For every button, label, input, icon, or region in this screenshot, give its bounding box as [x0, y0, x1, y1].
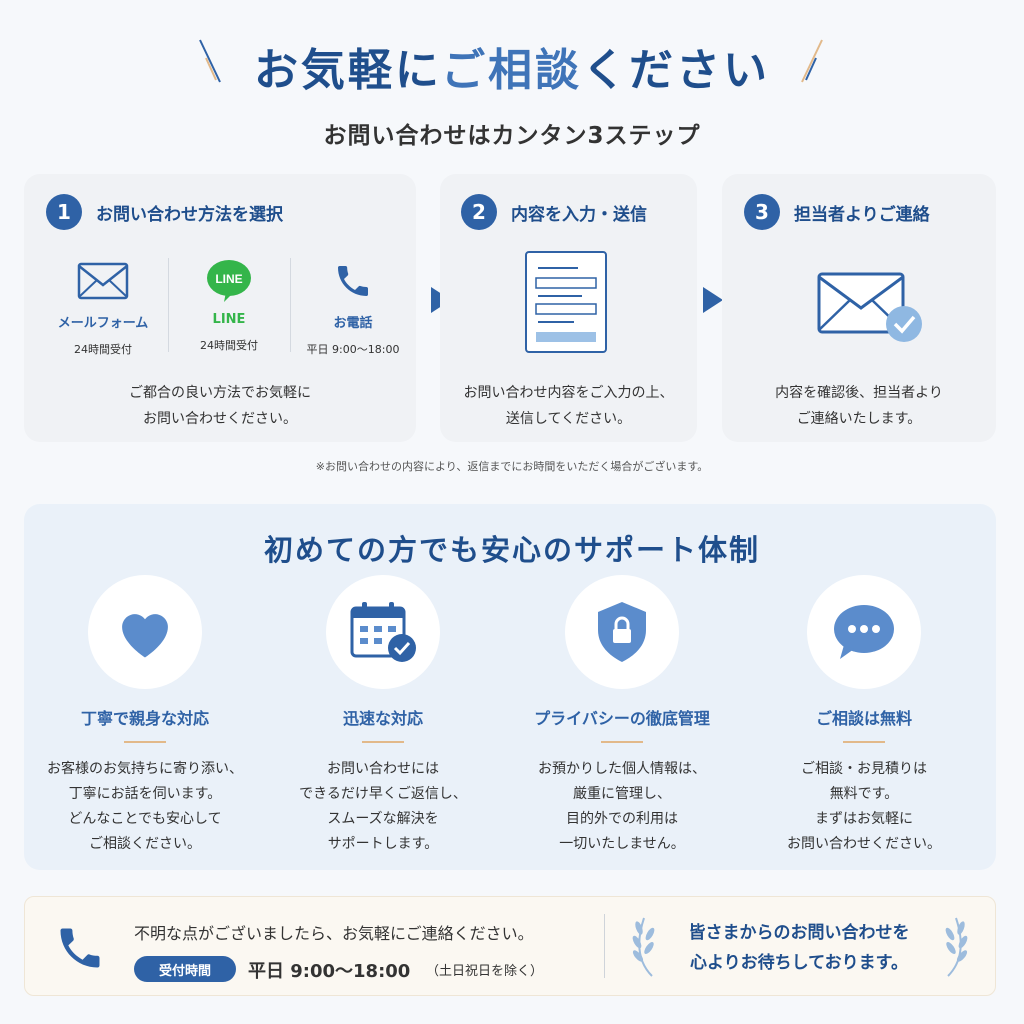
step-number-2: 2 [461, 194, 497, 230]
feature-quick-response: 迅速な対応 お問い合わせには できるだけ早くご返信し、 スムーズな解決を サポー… [263, 575, 503, 857]
heart-icon [122, 614, 168, 658]
page-title: お気軽にご相談ください [0, 34, 1024, 98]
feature-description-4: ご相談・お見積りは 無料です。 まずはお気軽に お問い合わせください。 [787, 761, 941, 852]
method-divider [290, 258, 291, 352]
feature-title-4: ご相談は無料 [815, 709, 912, 728]
line-icon-text: LINE [215, 272, 242, 286]
method-label-mail: メールフォーム [57, 316, 149, 331]
support-title: 初めての方でも安心のサポート体制 [263, 533, 760, 567]
method-line[interactable]: LINE LINE 24時間受付 [164, 258, 294, 353]
feature-privacy: プライバシーの徹底管理 お預かりした個人情報は、 厳重に管理し、 目的外での利用… [502, 575, 742, 857]
envelope-icon [38, 258, 168, 304]
step-title-2: 内容を入力・送信 [511, 204, 647, 225]
page-subtitle: お問い合わせはカンタン3ステップ [323, 123, 701, 149]
laurel-right-icon [945, 917, 968, 977]
footer-message: 皆さまからのお問い合わせを 心よりお待ちしております。 [688, 923, 910, 973]
step-card-1: 1 お問い合わせ方法を選択 メールフォーム 24時間受付 LINE LINE 2… [24, 174, 416, 442]
chat-bubble-icon [834, 605, 894, 659]
business-hours: 平日 9:00〜18:00 [248, 961, 411, 982]
laurel-left-icon [632, 917, 655, 977]
step-description-2: お問い合わせ内容をご入力の上、 送信してください。 [463, 385, 674, 427]
title-part2: ご相談 [441, 45, 583, 96]
step-arrow-icon [703, 287, 723, 313]
step-number-1: 1 [46, 194, 82, 230]
method-phone[interactable]: お電話 平日 9:00〜18:00 [288, 258, 418, 357]
footer-contact-text: 不明な点がございましたら、お気軽にご連絡ください。 [134, 924, 534, 943]
calendar-check-icon [350, 602, 416, 662]
feature-underline [843, 741, 885, 743]
phone-icon [288, 258, 418, 304]
title-part1: お気軽に [253, 45, 442, 96]
hours-badge: 受付時間 [134, 956, 236, 982]
feature-title-2: 迅速な対応 [342, 709, 423, 728]
feature-title-1: 丁寧で親身な対応 [80, 709, 209, 728]
method-divider [168, 258, 169, 352]
step-description-1: ご都合の良い方法でお気軽に お問い合わせください。 [129, 385, 311, 427]
step-card-2: 2 内容を入力・送信 お問い合わせ内容をご入力の上、 送信してください。 [440, 174, 697, 442]
step-title-3: 担当者よりご連絡 [794, 204, 930, 225]
feature-underline [124, 741, 166, 743]
support-panel [24, 504, 996, 870]
feature-underline [362, 741, 404, 743]
step-card-3: 3 担当者よりご連絡 内容を確認後、担当者より ご連絡いたします。 [722, 174, 996, 442]
feature-description-2: お問い合わせには できるだけ早くご返信し、 スムーズな解決を サポートします。 [299, 761, 467, 852]
decor-lines-right-icon [801, 39, 823, 83]
shield-lock-icon [598, 602, 646, 662]
step-description-3: 内容を確認後、担当者より ご連絡いたします。 [775, 385, 943, 427]
line-icon: LINE [164, 258, 294, 304]
method-mail-form[interactable]: メールフォーム 24時間受付 [38, 258, 168, 357]
method-sub-line: 24時間受付 [200, 339, 258, 352]
step-number-3: 3 [744, 194, 780, 230]
hours-note: （土日祝日を除く） [426, 964, 544, 979]
feature-underline [601, 741, 643, 743]
feature-title-3: プライバシーの徹底管理 [534, 709, 710, 728]
method-label-phone: お電話 [333, 316, 373, 331]
method-sub-mail: 24時間受付 [74, 343, 132, 356]
form-icon [525, 251, 607, 353]
feature-description-1: お客様のお気持ちに寄り添い、 丁寧にお話を伺います。 どんなことでも安心して ご… [47, 761, 243, 852]
title-part3: ください [582, 45, 771, 96]
footer-divider [604, 914, 605, 978]
method-label-line: LINE [212, 312, 246, 327]
phone-icon[interactable] [54, 922, 106, 974]
feature-description-3: お預かりした個人情報は、 厳重に管理し、 目的外での利用は 一切いたしません。 [538, 761, 706, 852]
reply-time-note: ※お問い合わせの内容により、返信までにお時間をいただく場合がございます。 [315, 460, 709, 473]
step-title-1: お問い合わせ方法を選択 [96, 204, 283, 225]
feature-free-consultation: ご相談は無料 ご相談・お見積りは 無料です。 まずはお気軽に お問い合わせくださ… [744, 575, 984, 857]
envelope-check-icon [817, 272, 922, 342]
method-sub-phone: 平日 9:00〜18:00 [306, 343, 400, 356]
decor-lines-left-icon [199, 39, 221, 83]
feature-careful-support: 丁寧で親身な対応 お客様のお気持ちに寄り添い、 丁寧にお話を伺います。 どんなこ… [25, 575, 265, 857]
